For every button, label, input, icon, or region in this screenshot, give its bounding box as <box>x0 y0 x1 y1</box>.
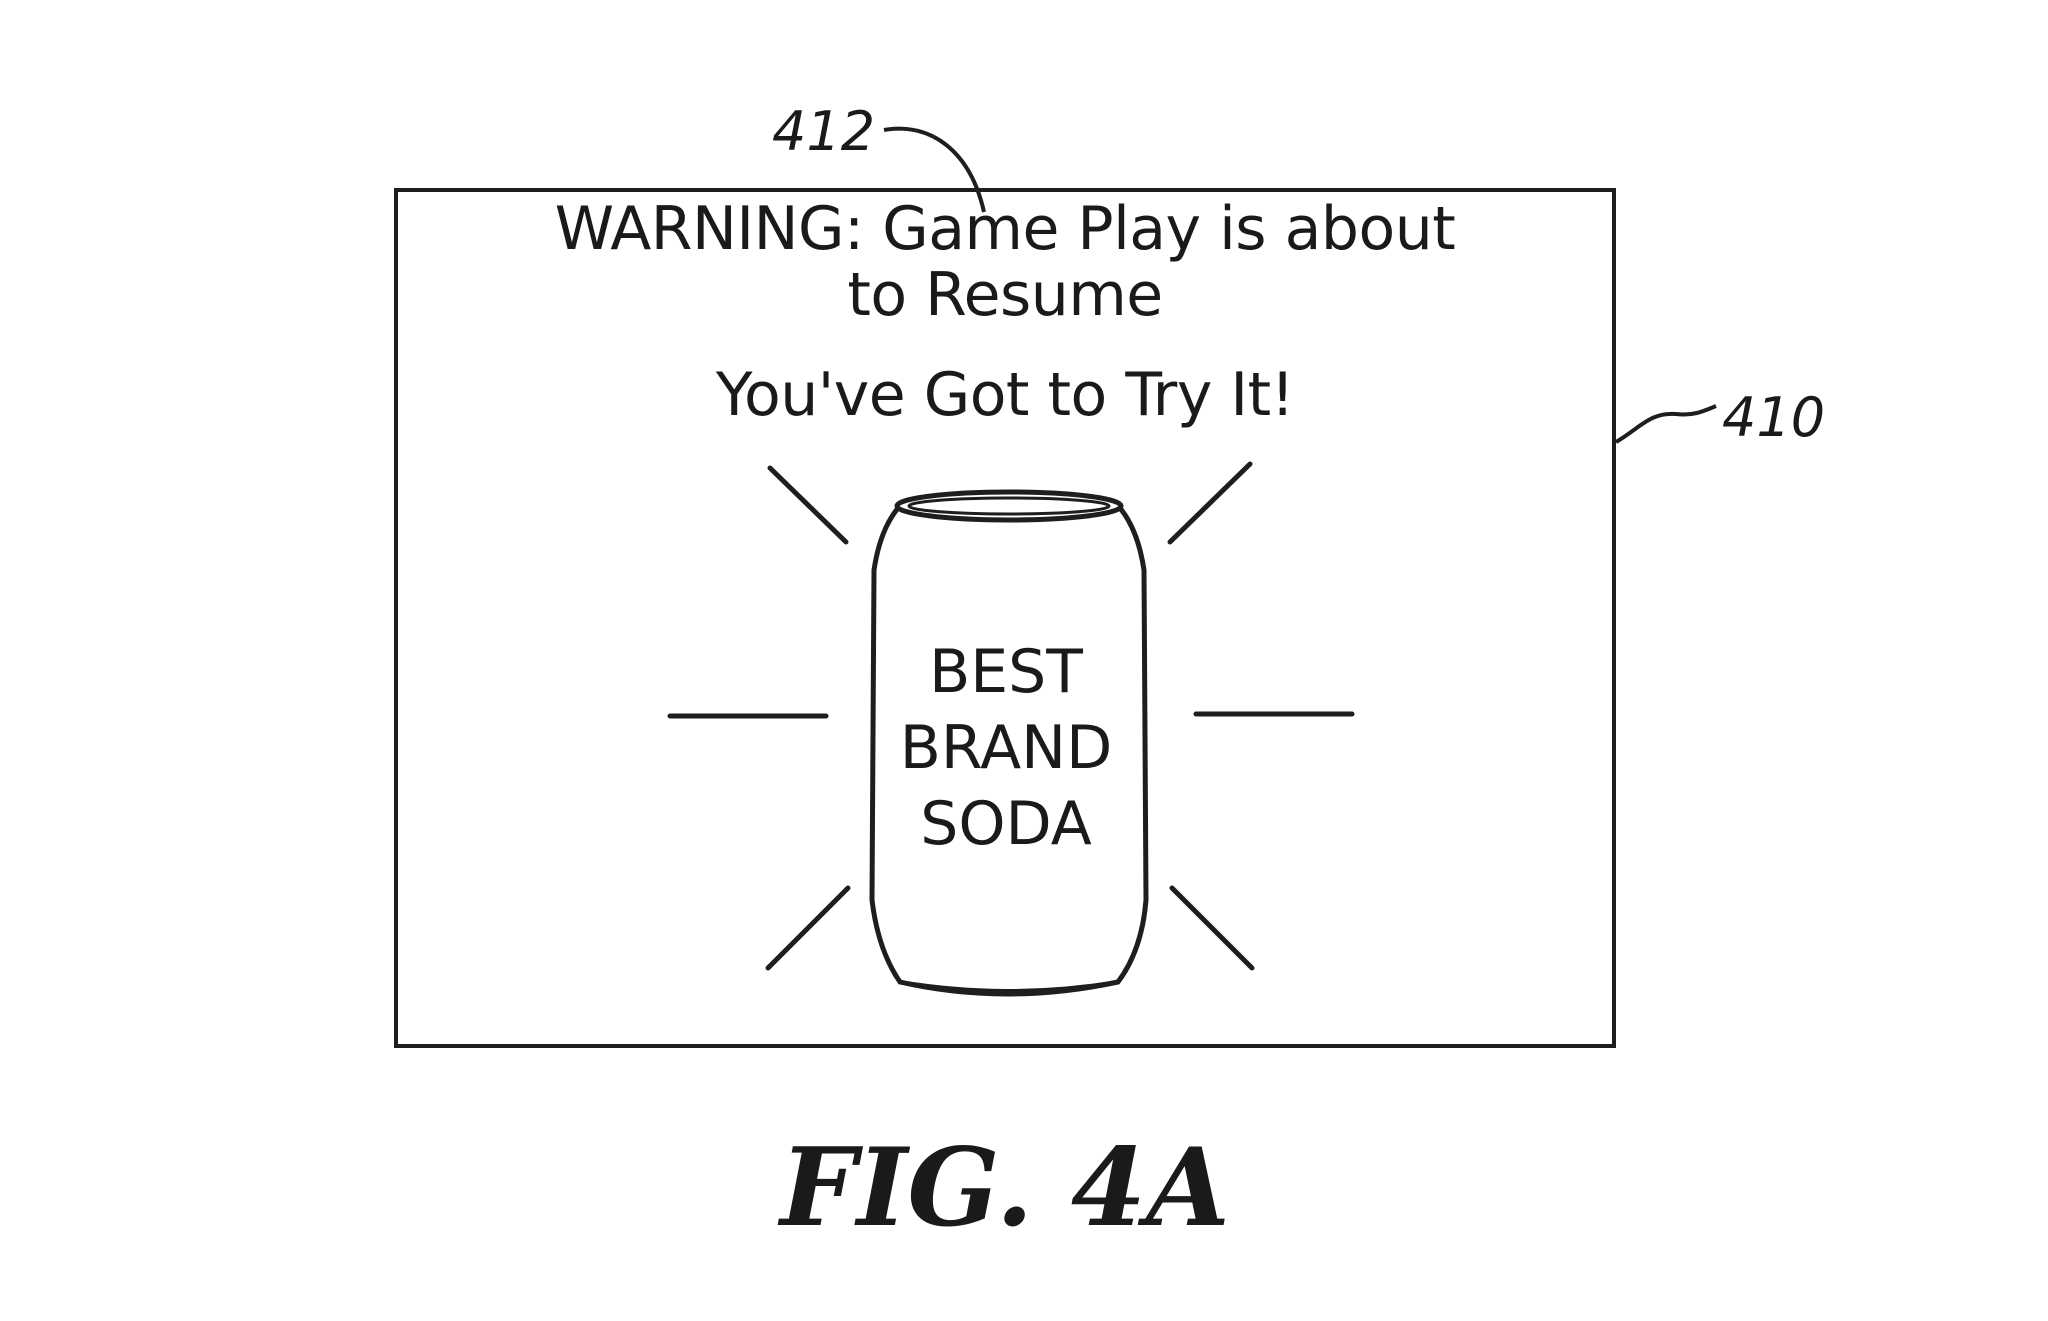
can-label-line-1: BEST <box>929 637 1083 707</box>
reference-numeral-410: 410 <box>1722 386 1826 449</box>
can-label: BEST BRAND SODA <box>868 634 1144 862</box>
figure-caption: FIG. 4A <box>780 1125 1230 1251</box>
warning-line-1: WARNING: Game Play is about <box>554 194 1456 264</box>
warning-message: WARNING: Game Play is about to Resume <box>430 196 1580 328</box>
leader-line-410 <box>1614 404 1717 444</box>
can-label-line-2: BRAND <box>899 713 1113 783</box>
ad-tagline: You've Got to Try It! <box>715 360 1295 430</box>
reference-numeral-412: 412 <box>772 100 876 163</box>
warning-line-2: to Resume <box>847 260 1163 330</box>
can-label-line-3: SODA <box>920 789 1092 859</box>
